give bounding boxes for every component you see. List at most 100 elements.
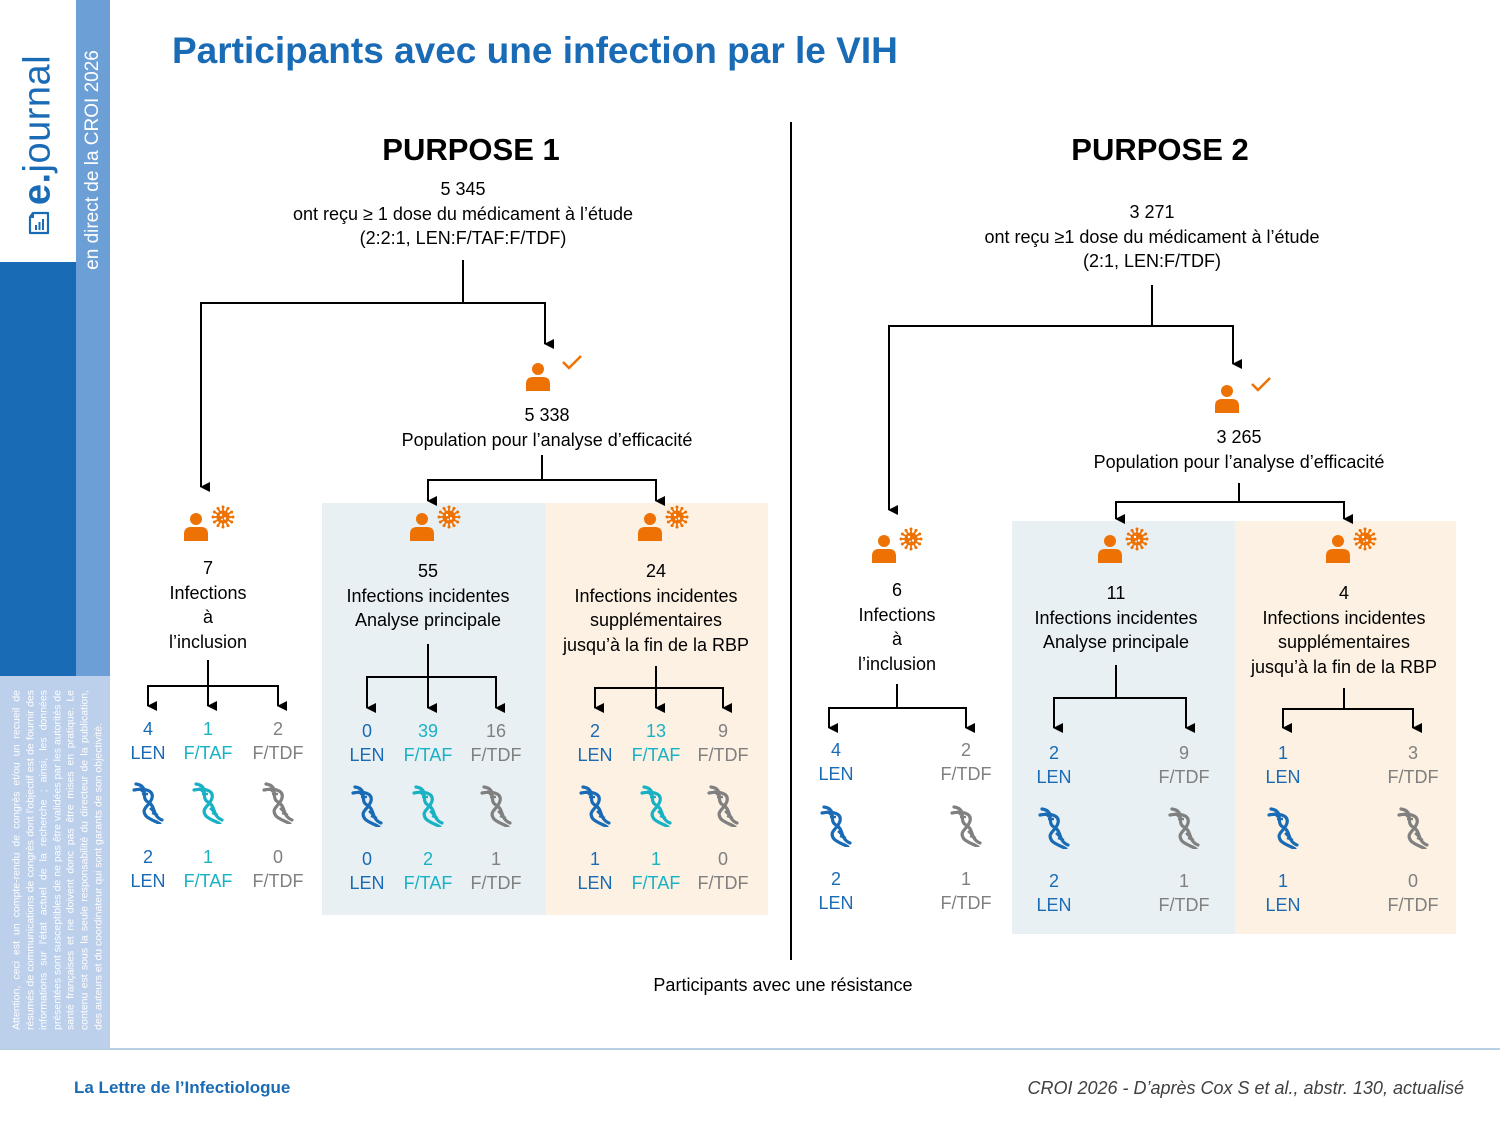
p1-additional-count: 24 <box>645 561 667 581</box>
arm-label: LEN <box>818 764 854 784</box>
p1-top-line2: (2:2:1, LEN:F/TAF:F/TDF) <box>359 228 567 248</box>
arm-label: LEN <box>1036 767 1072 787</box>
arm-infection-count: 2 <box>1048 743 1060 763</box>
disclaimer-text: Attention, ceci est un compte-rendu de c… <box>10 690 104 1030</box>
arm-label: F/TAF <box>631 745 681 765</box>
arm-label: F/TDF <box>252 743 304 763</box>
dna-icon <box>1036 805 1072 854</box>
p2-top-count: 3 271 <box>1129 202 1175 222</box>
arm-label: F/TDF <box>697 745 749 765</box>
person-check-icon <box>1214 374 1276 419</box>
dna-icon <box>1395 805 1431 854</box>
dna-icon <box>1038 807 1070 851</box>
p1-additional-line1: Infections incidentes <box>574 585 738 606</box>
arm-label: F/TAF <box>183 743 233 763</box>
p2-baseline-line1: Infections <box>858 604 936 625</box>
p2-additional-count: 4 <box>1338 583 1350 603</box>
arm-infection-count: 2 <box>589 721 601 741</box>
arm-resistance-count: 1 <box>589 849 601 869</box>
p1-baseline-count: 7 <box>202 558 214 578</box>
p1-efficacy-count: 5 338 <box>524 405 570 425</box>
p1-top-count: 5 345 <box>440 179 486 199</box>
arm-infection-count: 13 <box>645 721 667 741</box>
dna-icon <box>1397 807 1429 851</box>
arm-label: LEN <box>349 873 385 893</box>
dna-icon <box>705 783 741 832</box>
p2-top-node: 3 271 ont reçu ≥1 dose du médicament à l… <box>984 200 1319 274</box>
arm-resistance-count: 2 <box>142 847 154 867</box>
arm-resistance-count: 1 <box>650 849 661 869</box>
p1-baseline-line1: Infections <box>169 582 247 603</box>
dna-icon <box>480 785 512 829</box>
p2-baseline-line2: à <box>891 629 903 649</box>
p2-baseline-node: 6 Infections à l’inclusion <box>858 578 936 676</box>
dna-icon <box>1166 805 1202 854</box>
arm-infection-count: 1 <box>1277 743 1289 763</box>
arm-infection-count: 16 <box>485 721 507 741</box>
arm-label: LEN <box>577 873 613 893</box>
p2-additional-node: 4 Infections incidentes supplémentaires … <box>1251 581 1437 679</box>
arm-label: F/TDF <box>940 893 992 913</box>
purpose2-heading: PURPOSE 2 <box>1071 132 1249 167</box>
arm-label: F/TDF <box>1387 895 1439 915</box>
footer-source: CROI 2026 - D’après Cox S et al., abstr.… <box>1027 1078 1464 1098</box>
arm-label: F/TDF <box>1387 767 1439 787</box>
arm-label: LEN <box>349 745 385 765</box>
person-virus-icon <box>1097 527 1155 570</box>
arm-label: F/TDF <box>940 764 992 784</box>
arm-resistance-count: 2 <box>1048 871 1060 891</box>
person-check-icon <box>525 352 587 397</box>
dna-icon <box>950 805 982 849</box>
report-chart-icon <box>26 210 52 236</box>
arm-label: F/TDF <box>1158 895 1210 915</box>
arm-resistance-count: 1 <box>1178 871 1189 891</box>
p1-primary-count: 55 <box>417 561 439 581</box>
sidebar-band <box>0 262 76 676</box>
person-virus-icon <box>409 505 467 548</box>
arm-resistance-count: 0 <box>272 847 283 867</box>
arm-label: LEN <box>130 871 166 891</box>
p2-efficacy-node: 3 265 Population pour l’analyse d’effica… <box>1094 425 1385 474</box>
p2-top-line1: ont reçu ≥1 dose du médicament à l’étude <box>984 226 1320 247</box>
p1-primary-line2: Analyse principale <box>354 610 502 630</box>
arm-infection-count: 9 <box>1178 743 1189 763</box>
dna-icon <box>410 783 446 832</box>
arm-resistance-count: 1 <box>1277 871 1289 891</box>
p2-primary-line2: Analyse principale <box>1042 632 1190 652</box>
footer-journal: La Lettre de l’Infectiologue <box>74 1078 291 1097</box>
arm-infection-count: 2 <box>272 719 283 739</box>
footer-divider <box>0 1048 1500 1050</box>
arm-infection-count: 4 <box>830 740 842 760</box>
person-virus-icon <box>1325 527 1383 570</box>
arm-resistance-count: 0 <box>361 849 373 869</box>
sidebar-top <box>0 0 76 262</box>
arm-label: LEN <box>1036 895 1072 915</box>
p2-baseline-count: 6 <box>891 580 903 600</box>
p2-top-line2: (2:1, LEN:F/TDF) <box>1082 251 1221 271</box>
sidebar-disclaimer-panel <box>0 676 110 1048</box>
sidebar-strip <box>76 0 110 676</box>
dna-icon <box>478 783 514 832</box>
arm-label: LEN <box>1265 767 1301 787</box>
p2-primary-line1: Infections incidentes <box>1034 607 1198 628</box>
p2-baseline-line3: l’inclusion <box>857 653 937 674</box>
arm-resistance-count: 2 <box>830 869 842 889</box>
resistance-label: Participants avec une résistance <box>653 975 913 995</box>
dna-icon <box>192 782 224 826</box>
dna-icon <box>638 783 674 832</box>
p1-primary-node: 55 Infections incidentes Analyse princip… <box>346 559 509 633</box>
person-virus-icon <box>871 527 929 570</box>
